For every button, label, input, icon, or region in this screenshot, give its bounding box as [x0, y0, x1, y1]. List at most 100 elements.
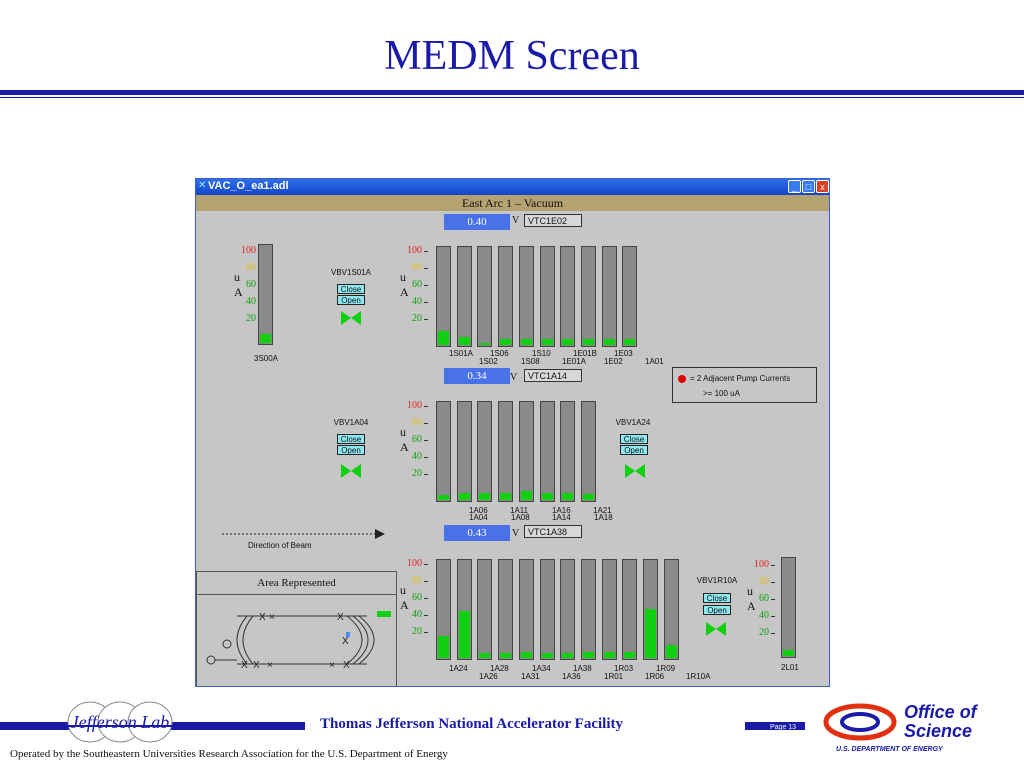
axis-tick-label: 80	[412, 417, 422, 428]
bar-label-bottom: 1E01A	[562, 357, 587, 366]
axis-tick-label: 40	[759, 610, 769, 621]
bar-fill	[500, 653, 511, 658]
axis-tick-label: 40	[412, 609, 422, 620]
beam-direction-arrow-icon	[222, 529, 385, 539]
bar-fill	[479, 493, 490, 500]
bar-gauge	[457, 401, 472, 502]
logo-office-of: Office of	[904, 702, 977, 722]
jefferson-lab-logo-icon	[30, 701, 210, 743]
valve-close-button[interactable]: Close	[620, 434, 648, 444]
bar-fill	[562, 493, 573, 500]
legend-box: = 2 Adjacent Pump Currents >= 100 uA	[672, 367, 817, 403]
valve-close-button[interactable]: Close	[337, 284, 365, 294]
axis-tick-mark	[424, 632, 428, 633]
axis-tick-label: 40	[412, 296, 422, 307]
bar-label-top: 1E03	[614, 349, 633, 358]
bar-label-bottom: 1R01	[604, 672, 624, 681]
axis-tick-mark	[771, 616, 775, 617]
valve-open-button[interactable]: Open	[337, 445, 365, 455]
bar-fill	[521, 652, 532, 658]
svg-text:X: X	[253, 660, 260, 671]
title-rule	[0, 90, 1024, 95]
unit-a: A	[234, 285, 243, 299]
valve-close-button[interactable]: Close	[703, 593, 731, 603]
medm-window: ✕ VAC_O_ea1.adl _ □ x East Arc 1 – Vacuu…	[195, 178, 830, 687]
bar-fill	[500, 339, 511, 345]
bar-label-bottom: 1R10A	[686, 672, 711, 681]
bar-fill	[459, 493, 470, 500]
axis-tick-label: 20	[246, 313, 256, 324]
axis-tick-mark	[771, 582, 775, 583]
bar-label-top: 1R09	[656, 664, 676, 673]
valve-open-button[interactable]: Open	[337, 295, 365, 305]
axis-tick-label: 20	[412, 468, 422, 479]
minimize-button[interactable]: _	[788, 180, 801, 193]
axis-tick-label: 20	[412, 626, 422, 637]
page-number: Page 13	[770, 724, 797, 731]
bar-gauge	[477, 559, 492, 660]
axis-tick-label: 80	[412, 575, 422, 586]
bar-fill	[500, 493, 511, 500]
axis-tick-label: 40	[246, 296, 256, 307]
axis-tick-label: 60	[759, 593, 769, 604]
axis-tick-mark	[424, 474, 428, 475]
bar-gauge	[436, 559, 451, 660]
valve-open-button[interactable]: Open	[620, 445, 648, 455]
axis-tick-mark	[424, 319, 428, 320]
logo-science: Science	[904, 721, 973, 741]
bar-label-top: 1A34	[532, 664, 551, 673]
bar-gauge	[498, 246, 513, 347]
axis-tick-label: 100	[407, 245, 422, 256]
bar-gauge	[781, 557, 796, 658]
bar-fill	[583, 339, 594, 345]
bar-label-top: 1S06	[490, 349, 509, 358]
area-represented-label: Area Represented	[197, 572, 396, 595]
unit-a: A	[400, 440, 409, 454]
valve-close-button[interactable]: Close	[337, 434, 365, 444]
gauge-value: 0.40	[444, 214, 510, 230]
legend-line1: = 2 Adjacent Pump Currents	[690, 374, 791, 383]
axis-tick-mark	[424, 423, 428, 424]
unit-u: u	[400, 270, 406, 284]
axis-tick-mark	[424, 251, 428, 252]
bar-label-bottom: 1A04	[469, 513, 488, 522]
bar-label-bottom: 1E02	[604, 357, 623, 366]
bar-gauge	[436, 246, 451, 347]
screen-header: East Arc 1 – Vacuum	[196, 195, 829, 211]
bar-label-top: 1A38	[573, 664, 592, 673]
restore-button[interactable]: □	[802, 180, 815, 193]
axis-tick-label: 60	[412, 279, 422, 290]
bar-gauge	[519, 559, 534, 660]
axis-tick-label: 100	[407, 400, 422, 411]
logo-text: Jefferson Lab	[70, 712, 170, 732]
bar-label-bottom: 1S02	[479, 357, 498, 366]
axis-tick-label: 60	[412, 434, 422, 445]
bar-fill	[666, 645, 677, 658]
bar-fill	[542, 339, 553, 345]
unit-a: A	[400, 598, 409, 612]
svg-text:X: X	[342, 636, 349, 647]
bar-gauge	[457, 559, 472, 660]
unit-u: u	[747, 584, 753, 598]
valve-open-button[interactable]: Open	[703, 605, 731, 615]
axis-tick-mark	[771, 565, 775, 566]
bar-gauge	[436, 401, 451, 502]
bar-gauge	[581, 559, 596, 660]
close-window-button[interactable]: x	[816, 180, 829, 193]
bar-gauge	[519, 401, 534, 502]
valve-icon	[706, 622, 726, 636]
bar-fill	[459, 611, 470, 658]
legend-dot-icon	[678, 375, 686, 383]
area-represented-panel: Area Represented X × X X X X × × X	[196, 571, 397, 686]
window-titlebar[interactable]: ✕ VAC_O_ea1.adl _ □ x	[196, 179, 829, 195]
jefferson-lab-logo: Jefferson Lab	[20, 700, 220, 746]
bar-gauge	[664, 559, 679, 660]
bar-label-bottom: 1S08	[521, 357, 540, 366]
svg-text:X: X	[337, 612, 344, 623]
bar-gauge	[560, 246, 575, 347]
bar-fill	[542, 493, 553, 500]
axis-tick-mark	[424, 406, 428, 407]
bar-fill	[260, 334, 271, 343]
bar-gauge	[622, 246, 637, 347]
